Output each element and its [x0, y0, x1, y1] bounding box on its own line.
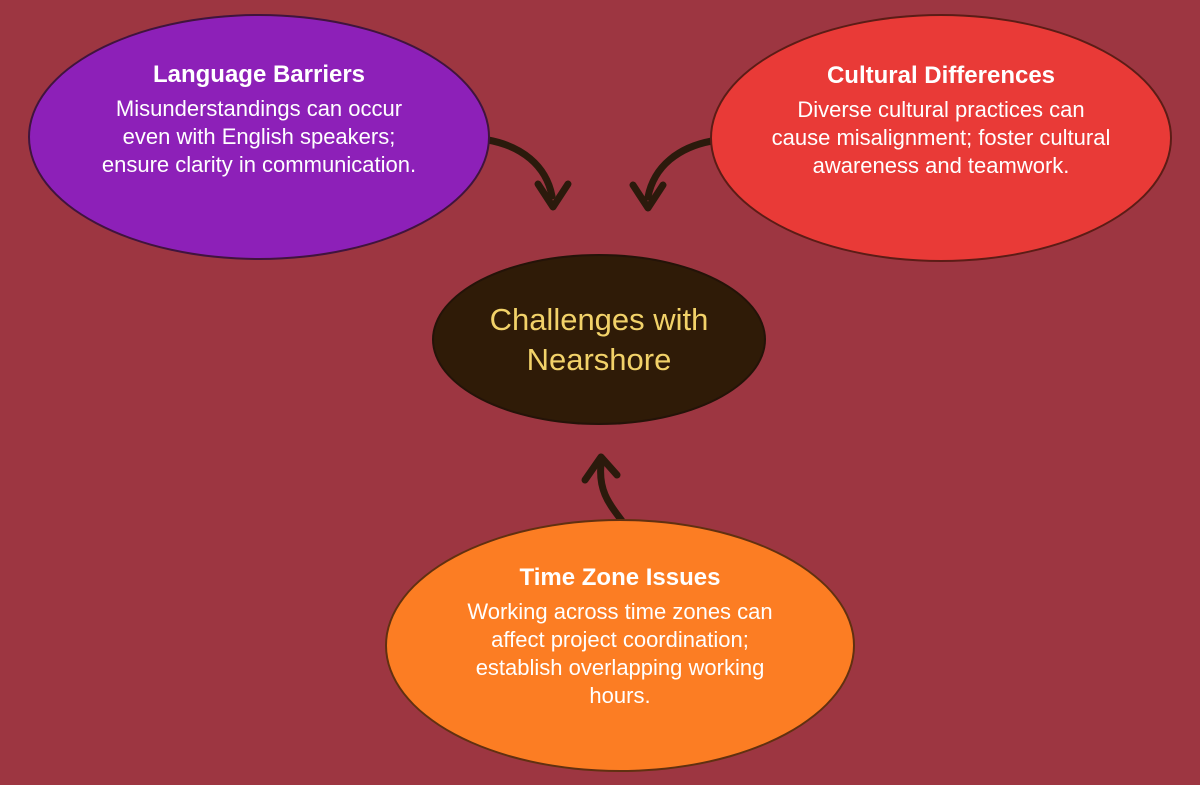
node-center-challenges-label: Challenges with Nearshore — [489, 301, 709, 377]
node-time-zone-issues: Time Zone Issues Working across time zon… — [385, 519, 855, 772]
arrow-timezone-to-center — [581, 453, 626, 525]
node-language-barriers-title: Language Barriers — [152, 61, 366, 88]
arrow-cultural-to-center — [629, 137, 716, 212]
arrow-language-to-center — [484, 136, 572, 211]
node-language-barriers: Language Barriers Misunderstandings can … — [28, 14, 490, 260]
node-time-zone-issues-body: Working across time zones can affect pro… — [467, 599, 773, 708]
node-language-barriers-body: Misunderstandings can occur even with En… — [101, 96, 417, 177]
node-cultural-differences-body: Diverse cultural practices can cause mis… — [771, 97, 1111, 178]
node-cultural-differences: Cultural Differences Diverse cultural pr… — [710, 14, 1172, 262]
node-time-zone-issues-title: Time Zone Issues — [519, 564, 721, 591]
node-center-challenges: Challenges with Nearshore — [432, 254, 766, 425]
node-cultural-differences-title: Cultural Differences — [826, 62, 1056, 89]
